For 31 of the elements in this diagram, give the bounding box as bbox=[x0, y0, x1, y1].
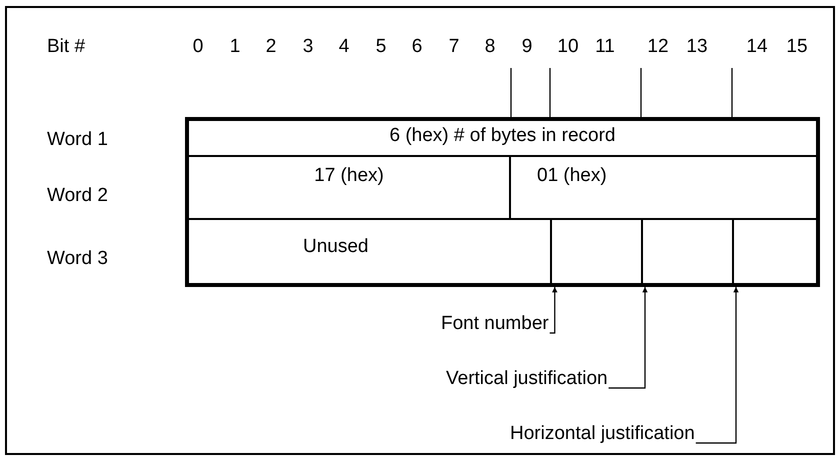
field-label: Unused bbox=[303, 236, 368, 257]
bit-number: 7 bbox=[448, 36, 460, 58]
leader-line bbox=[608, 287, 648, 389]
word-label: Word 1 bbox=[47, 129, 108, 151]
field-label: 01 (hex) bbox=[537, 165, 607, 186]
bit-number: 2 bbox=[264, 36, 278, 58]
bit-number: 13 bbox=[685, 36, 709, 58]
field-label: 6 (hex) # of bytes in record bbox=[390, 125, 616, 146]
word-label: Word 3 bbox=[47, 248, 108, 270]
leader-line bbox=[696, 287, 739, 444]
leader-line bbox=[550, 287, 558, 334]
bit-number: 10 bbox=[556, 36, 580, 58]
bit-number: 11 bbox=[594, 36, 616, 58]
field-caption: Font number bbox=[441, 313, 549, 335]
axis-label: Bit # bbox=[47, 36, 86, 58]
bit-number: 15 bbox=[785, 36, 809, 58]
bit-number: 5 bbox=[374, 36, 388, 58]
bit-number: 0 bbox=[192, 36, 204, 58]
bit-number: 9 bbox=[520, 36, 534, 58]
bit-number: 14 bbox=[745, 36, 769, 58]
bit-number: 8 bbox=[484, 36, 496, 58]
bit-number: 1 bbox=[228, 36, 242, 58]
bit-number: 3 bbox=[302, 36, 314, 58]
field-caption: Horizontal justification bbox=[510, 423, 695, 445]
word-label: Word 2 bbox=[47, 185, 108, 207]
record-field bbox=[189, 157, 511, 220]
bit-number: 12 bbox=[646, 36, 670, 58]
field-caption: Vertical justification bbox=[446, 368, 608, 390]
bit-number: 6 bbox=[410, 36, 424, 58]
field-label: 17 (hex) bbox=[314, 165, 384, 186]
bit-number: 4 bbox=[338, 36, 350, 58]
